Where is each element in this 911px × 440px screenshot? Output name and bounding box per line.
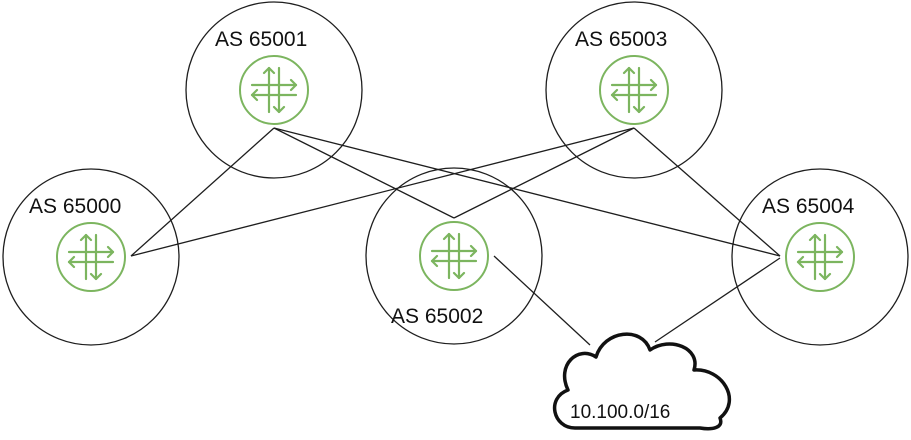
router-arm	[813, 233, 827, 281]
router-arm	[610, 83, 658, 97]
as-65004-circle	[731, 168, 909, 346]
router-arm	[67, 233, 115, 281]
router-icon	[419, 221, 489, 291]
link-as65003-as65004	[633, 127, 781, 257]
link-as65002-network	[493, 255, 591, 346]
network-prefix-label: 10.100.0/16	[570, 402, 670, 423]
router-ring	[56, 222, 126, 292]
as-65000-label: AS 65000	[29, 195, 121, 218]
as-65002-circle	[365, 167, 543, 345]
link-as65001-as65002	[273, 127, 455, 219]
router-ring	[239, 55, 309, 125]
router-ring	[785, 222, 855, 292]
router-arm	[627, 66, 641, 114]
router-icon	[56, 222, 126, 292]
router-arm	[267, 66, 281, 114]
router-arm	[430, 249, 478, 263]
as-65001-circle	[185, 1, 363, 179]
as-65002-label: AS 65002	[391, 305, 483, 328]
router-arm	[430, 232, 478, 280]
router-arm	[250, 83, 298, 97]
link-as65003-as65002	[453, 127, 635, 219]
as-65004-label: AS 65004	[762, 195, 855, 218]
network-cloud[interactable]: 10.100.0/16	[552, 332, 732, 431]
as-65000-circle	[2, 168, 180, 346]
router-arm	[84, 233, 98, 281]
link-as65000-as65003	[130, 127, 635, 257]
as-65000-node[interactable]: AS 65000	[2, 168, 180, 346]
as-65002-node[interactable]: AS 65002	[365, 167, 543, 345]
router-arm	[67, 250, 115, 264]
cloud-icon	[552, 332, 732, 431]
as-65003-circle	[545, 1, 723, 179]
router-ring	[419, 221, 489, 291]
link-as65000-as65001	[130, 127, 275, 257]
link-as65004-network	[654, 257, 781, 343]
router-arm	[796, 250, 844, 264]
link-as65001-as65004	[273, 127, 781, 257]
router-icon	[785, 222, 855, 292]
as-65003-node[interactable]: AS 65003	[545, 1, 723, 179]
as-65001-label: AS 65001	[215, 28, 307, 51]
links-layer	[130, 127, 781, 346]
as-65004-node[interactable]: AS 65004	[731, 168, 909, 346]
router-arm	[610, 66, 658, 114]
router-arm	[447, 232, 461, 280]
router-icon	[599, 55, 669, 125]
as-65003-label: AS 65003	[575, 28, 667, 51]
router-ring	[599, 55, 669, 125]
router-icon	[239, 55, 309, 125]
router-arm	[796, 233, 844, 281]
as-65001-node[interactable]: AS 65001	[185, 1, 363, 179]
router-arm	[250, 66, 298, 114]
